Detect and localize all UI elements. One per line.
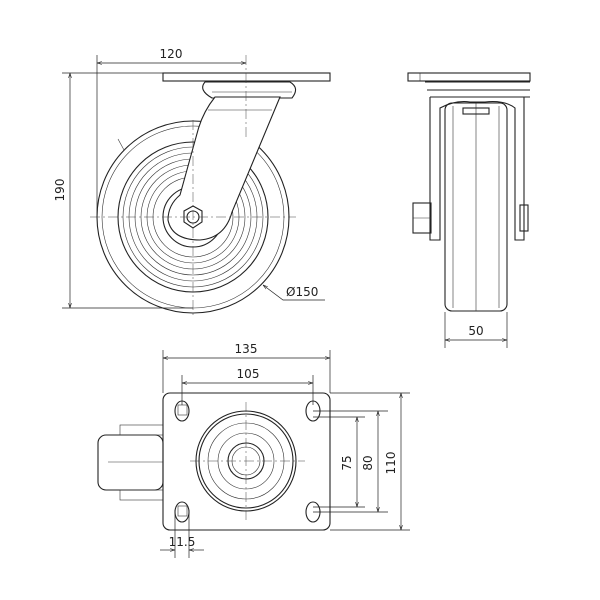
mounting-plate — [162, 392, 331, 531]
dim-110: 110 — [384, 452, 398, 475]
dim-105: 105 — [237, 367, 260, 381]
dim-11-5: 11.5 — [169, 535, 196, 549]
front-view: 120 190 Ø150 — [53, 47, 331, 318]
dim-80: 80 — [361, 455, 375, 470]
dim-50: 50 — [468, 324, 483, 338]
bolt-holes — [174, 400, 321, 523]
dim-135: 135 — [235, 342, 258, 356]
dim-75: 75 — [340, 455, 354, 470]
dim-diameter-150: Ø150 — [286, 285, 318, 299]
swivel-head — [202, 81, 297, 99]
fork — [167, 96, 281, 241]
top-plate — [162, 72, 331, 82]
side-top-plate — [407, 72, 531, 82]
dim-190: 190 — [53, 179, 67, 202]
bottom-wheel — [97, 434, 164, 491]
dim-120: 120 — [160, 47, 183, 61]
bottom-view: 135 105 75 80 110 11.5 — [97, 342, 410, 558]
side-view: 50 — [407, 72, 531, 348]
